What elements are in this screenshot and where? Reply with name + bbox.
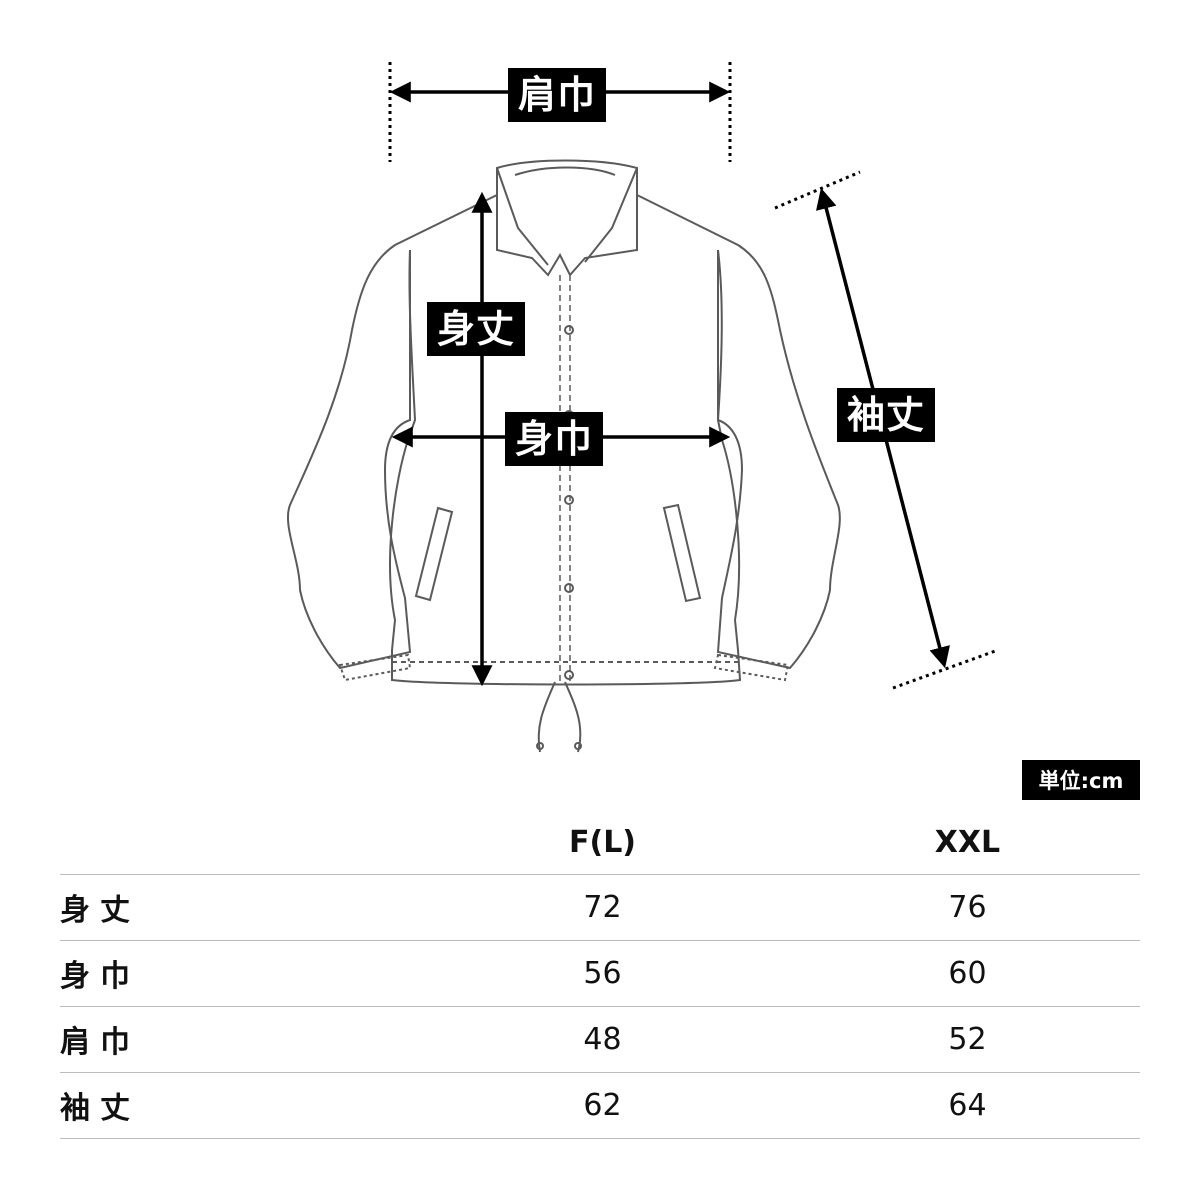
measurement-arrows bbox=[389, 81, 950, 687]
cell-value: 60 bbox=[948, 955, 987, 991]
row-label: 身巾 bbox=[60, 959, 140, 994]
body-width-label: 身巾 bbox=[505, 412, 604, 466]
header-size-xxl: XXL bbox=[934, 825, 1001, 861]
cell-value: 56 bbox=[583, 955, 622, 991]
header-empty bbox=[60, 812, 410, 874]
header-size-f: F(L) bbox=[568, 825, 637, 861]
jacket-diagram bbox=[286, 62, 999, 753]
cell-value: 64 bbox=[948, 1087, 987, 1123]
cell-value: 52 bbox=[948, 1021, 987, 1057]
unit-badge: 単位:cm bbox=[1022, 760, 1140, 800]
cell-value: 62 bbox=[583, 1087, 622, 1123]
jacket-outline bbox=[286, 159, 841, 753]
table-row: 袖丈 62 64 bbox=[60, 1072, 1140, 1138]
table-header-row: F(L) XXL bbox=[60, 812, 1140, 874]
size-table: F(L) XXL 身丈 72 76 身巾 56 60 肩巾 48 52 袖丈 6… bbox=[60, 812, 1140, 1139]
shoulder-width-label: 肩巾 bbox=[508, 68, 607, 122]
sleeve-length-label: 袖丈 bbox=[837, 388, 936, 442]
row-label: 身丈 bbox=[60, 893, 140, 928]
table-row: 肩巾 48 52 bbox=[60, 1006, 1140, 1072]
cell-value: 48 bbox=[583, 1021, 622, 1057]
table-row: 身巾 56 60 bbox=[60, 940, 1140, 1006]
table-row: 身丈 72 76 bbox=[60, 874, 1140, 940]
cell-value: 76 bbox=[948, 889, 987, 925]
body-length-label: 身丈 bbox=[427, 302, 526, 356]
cell-value: 72 bbox=[583, 889, 622, 925]
row-label: 肩巾 bbox=[60, 1025, 140, 1060]
row-label: 袖丈 bbox=[60, 1091, 140, 1126]
